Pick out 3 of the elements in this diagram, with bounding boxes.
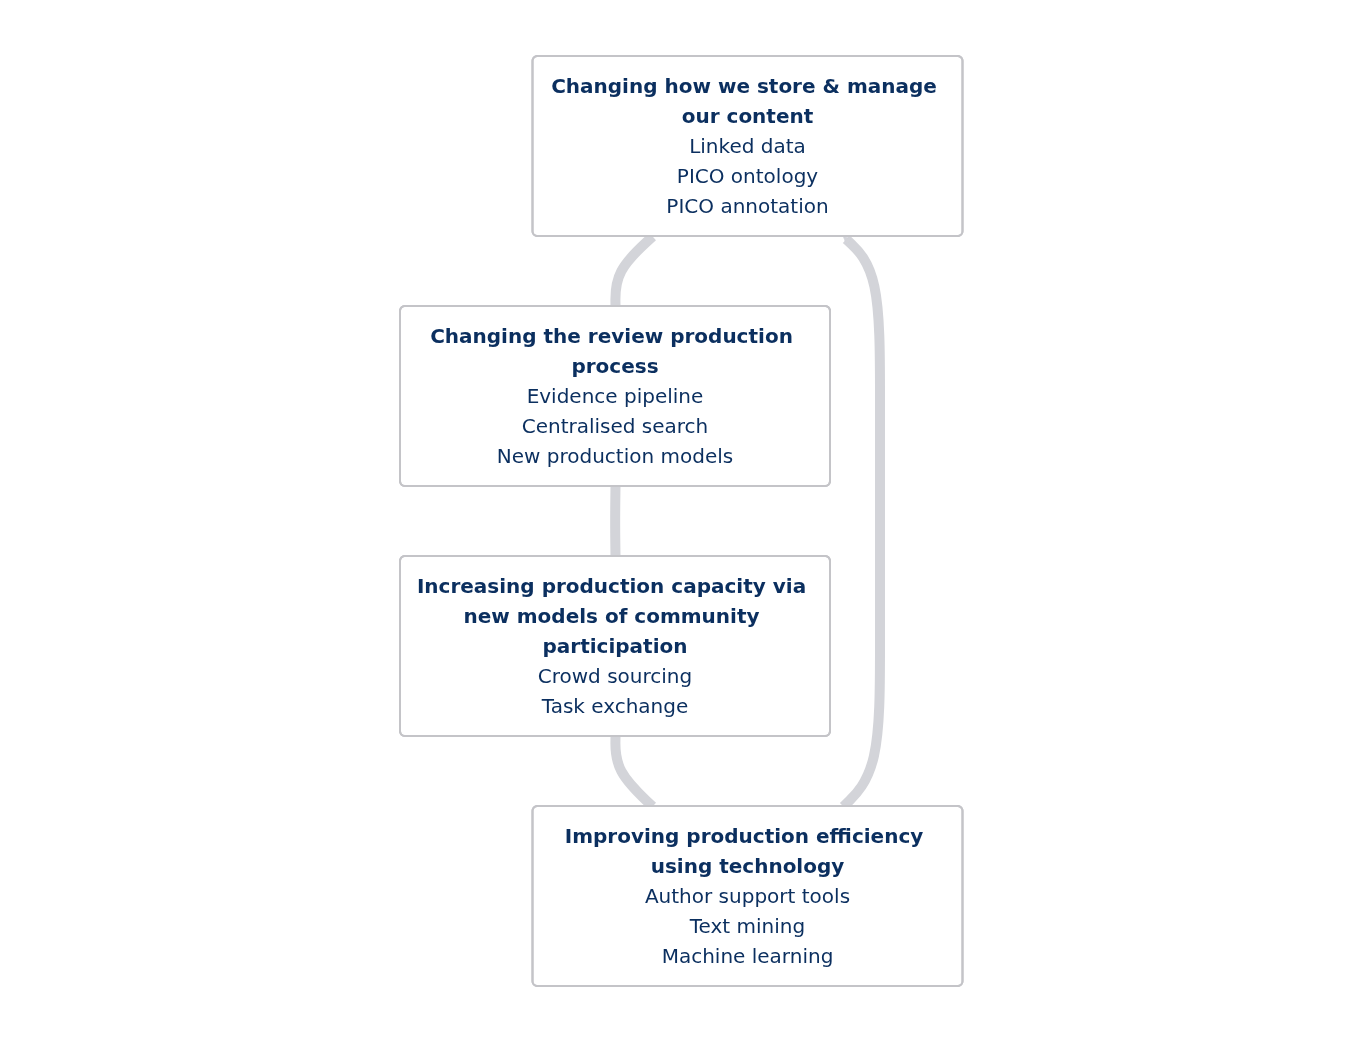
node-text: Changing the review production process Evidence pipeline Centralised search New production models <box>429 324 793 468</box>
connector <box>609 486 621 557</box>
node-text: Increasing production capacity via new models of community participation Crowd sourcing Task exchange <box>416 574 806 718</box>
